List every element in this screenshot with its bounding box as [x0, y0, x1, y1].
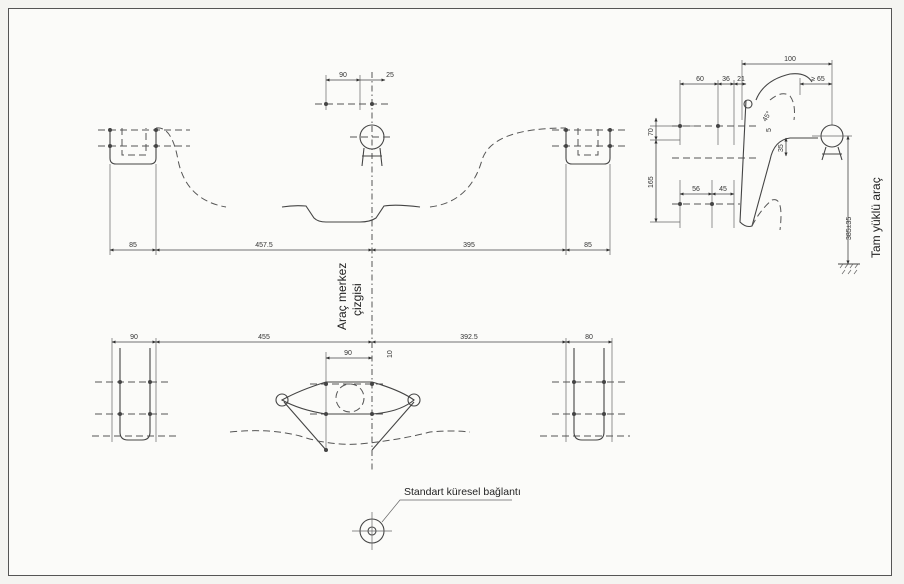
- top-view: 90 25 85: [98, 72, 625, 255]
- dim-bv-center-90: 90: [344, 350, 352, 357]
- standard-coupling-callout: Standart küresel bağlantı: [352, 486, 521, 550]
- dim-top-90: 90: [339, 72, 347, 79]
- side-view: 100 60 36 21 ≥ 65 70 165 56 45: [648, 56, 883, 275]
- dim-bv-1: 90: [130, 334, 138, 341]
- dim-side-56: 56: [692, 186, 700, 193]
- dim-top-25: 25: [386, 72, 394, 79]
- dim-bottom-3: 395: [463, 242, 475, 249]
- centerline-label-2: çizgisi: [350, 283, 364, 316]
- dim-side-21: 21: [737, 76, 745, 83]
- dim-bottom-1: 85: [129, 242, 137, 249]
- dim-bv-center-10: 10: [387, 350, 394, 358]
- bottom-view: 90 455 392.5 80 90 10: [92, 334, 630, 452]
- dim-side-65: ≥ 65: [811, 76, 825, 83]
- dim-bv-4: 80: [585, 334, 593, 341]
- dim-side-100: 100: [784, 56, 796, 63]
- dim-bottom-4: 85: [584, 242, 592, 249]
- dim-side-35: 35: [778, 144, 785, 152]
- centerline-label: Araç merkez: [335, 263, 349, 330]
- dim-bv-2: 455: [258, 334, 270, 341]
- dim-bottom-2: 457.5: [255, 242, 273, 249]
- dim-side-height: 385±35: [846, 217, 853, 240]
- dim-side-45: 45: [719, 186, 727, 193]
- dim-side-5: 5: [766, 128, 773, 132]
- full-load-label: Tam yüklü araç: [869, 177, 883, 258]
- dim-side-70: 70: [648, 128, 655, 136]
- standard-coupling-label: Standart küresel bağlantı: [404, 486, 521, 498]
- dim-side-36: 36: [722, 76, 730, 83]
- dim-side-45deg: 45°: [761, 110, 773, 123]
- dim-bv-3: 392.5: [460, 334, 478, 341]
- dim-side-165: 165: [648, 176, 655, 188]
- dim-side-60: 60: [696, 76, 704, 83]
